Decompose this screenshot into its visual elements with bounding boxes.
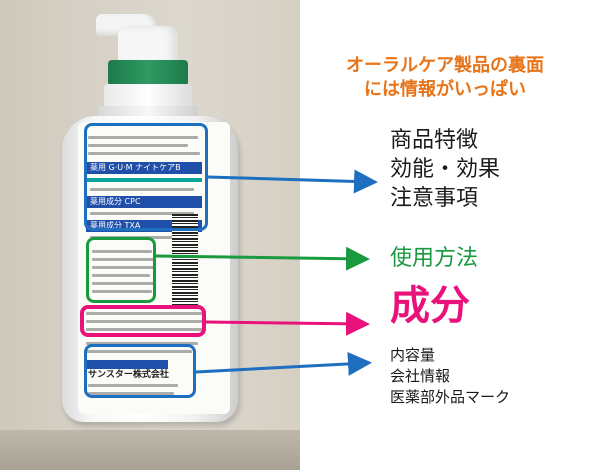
frame-usage [86, 237, 156, 303]
callout-company-line: 内容量 [390, 346, 436, 364]
green-cap-ring [108, 60, 188, 86]
callout-product-info: 商品特徴 効能・効果 注意事項 [390, 126, 500, 213]
callout-ingredients: 成分 [390, 283, 470, 329]
label-text-line [92, 250, 152, 253]
headline: オーラルケア製品の裏面 には情報がいっぱい [310, 54, 580, 102]
label-text-line [86, 312, 206, 315]
headline-line-1: オーラルケア製品の裏面 [346, 55, 544, 76]
label-text-line [88, 152, 200, 155]
label-text-line [90, 188, 194, 191]
arrow-usage [155, 246, 370, 271]
label-text-line [86, 350, 192, 353]
label-text-line [92, 274, 150, 277]
product-photo: 薬用 G·U·M ナイトケアB 薬用成分 CPC 薬用成分 TXA サンスター株… [0, 0, 300, 470]
label-text-line [92, 282, 156, 285]
label-text-line [92, 266, 154, 269]
callout-company-line: 医薬部外品マーク [390, 388, 511, 406]
arrow-product-info [207, 169, 378, 194]
callout-usage: 使用方法 [390, 245, 478, 273]
label-text-line [86, 328, 202, 331]
headline-line-2: には情報がいっぱい [364, 79, 526, 100]
label-text-line [86, 342, 198, 345]
callout-company: 内容量 会社情報 医薬部外品マーク [390, 345, 510, 408]
label-company-band [86, 360, 168, 369]
label-text-line [90, 212, 194, 215]
label-text-line [88, 384, 178, 387]
label-teal-stripe [86, 178, 202, 182]
frame-product-info [84, 123, 208, 231]
callout-product-info-line: 効能・効果 [390, 157, 501, 182]
callout-company-line: 会社情報 [390, 367, 451, 385]
label-cpc-band: 薬用成分 CPC [86, 196, 202, 208]
table-surface [0, 430, 300, 470]
label-text-line [88, 144, 188, 147]
label-text-line [92, 258, 156, 261]
label-brand-band: 薬用 G·U·M ナイトケアB [86, 162, 202, 174]
arrow-ingredients [205, 311, 370, 336]
back-label: 薬用 G·U·M ナイトケアB 薬用成分 CPC 薬用成分 TXA サンスター株… [78, 122, 230, 414]
label-company-name: サンスター株式会社 [88, 370, 169, 380]
callout-ingredients-line: 成分 [390, 283, 470, 329]
label-text-line [92, 290, 152, 293]
frame-ingredients [80, 305, 206, 337]
callout-usage-line: 使用方法 [390, 246, 479, 271]
callout-product-info-line: 商品特徴 [390, 128, 479, 153]
white-cap-collar [104, 84, 192, 110]
arrow-company [195, 351, 372, 376]
label-text-line [86, 320, 204, 323]
callout-product-info-line: 注意事項 [390, 186, 479, 211]
frame-company [84, 344, 196, 398]
label-text-line [88, 136, 198, 139]
label-text-line [88, 392, 174, 395]
